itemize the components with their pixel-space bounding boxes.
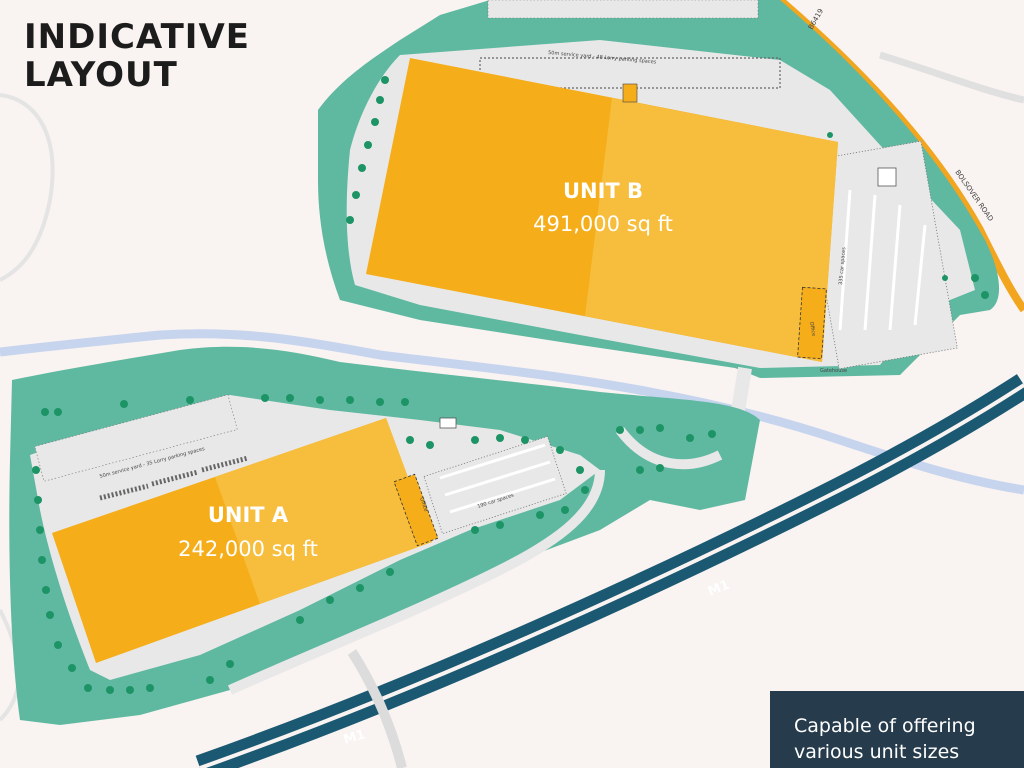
river [0,329,1024,495]
local-road-left [0,93,55,282]
info-box-line-1: Capable of offering [794,715,976,737]
unit-a-building-highlight [215,418,432,604]
unit-b-building-highlight [585,98,838,362]
m1-slip-road [347,649,407,768]
unit-b-car-parking-label: 335 car spaces [838,247,847,286]
unit-b-gatehouse [877,167,897,187]
unit-b-name: UNIT B [563,179,643,203]
unit-b-lorry-parking [487,0,759,19]
unit-a-access-road [227,469,605,695]
unit-a-gatehouse [439,417,457,429]
unit-b-size: 491,000 sq ft [533,212,673,236]
site-link-road [616,426,723,470]
unit-a-car-park [423,435,567,535]
unit-b-dock-box [622,83,638,103]
m1-motorway [195,374,1024,768]
b-road [777,0,1024,313]
trees [32,76,989,694]
unit-a-office [393,473,439,547]
unit-b-office [797,286,827,360]
unit-a-size: 242,000 sq ft [178,537,318,561]
unit-a-office-label: Office [418,497,429,513]
info-box: Capable of offering various unit sizes [770,691,1024,768]
page-title-line-1: INDICATIVE [24,17,250,57]
info-box-line-2: various unit sizes [794,741,960,763]
unit-b-gatehouse-label: Gatehouse [820,368,847,374]
local-road-right [878,51,1024,104]
page-title: INDICATIVE LAYOUT [24,18,250,94]
m1-label-lower: M1 [342,727,367,747]
unit-a-lorry-parking [34,394,238,482]
unit-a-name: UNIT A [208,503,289,527]
page-title-line-2: LAYOUT [24,55,178,95]
unit-b-car-park-rows [838,189,927,331]
unit-a-dock-row [99,455,249,501]
unit-b-office-label: Office [808,321,816,336]
